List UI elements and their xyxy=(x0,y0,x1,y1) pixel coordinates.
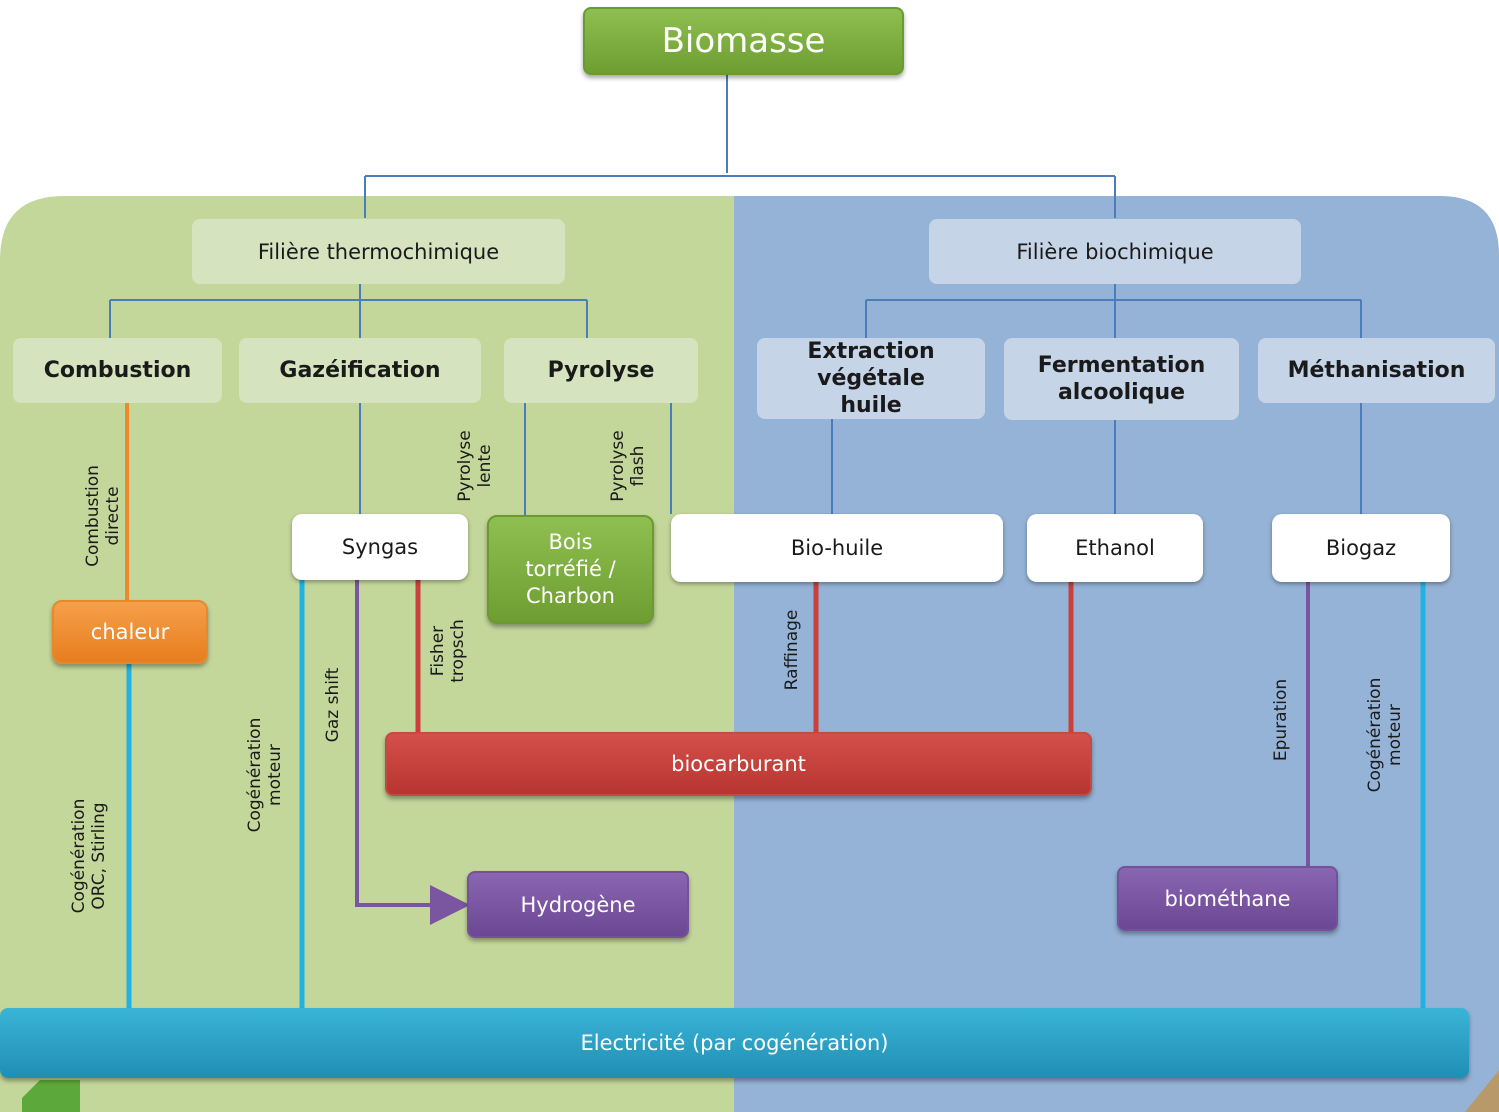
gaz-shift-arrow xyxy=(355,580,470,925)
process-gazeification: Gazéification xyxy=(239,338,481,403)
process-gazeification-label: Gazéification xyxy=(279,358,441,383)
branch-bio: Filière biochimique xyxy=(929,219,1301,284)
node-ethanol-label: Ethanol xyxy=(1075,536,1155,560)
product-chaleur-label: chaleur xyxy=(90,620,170,644)
branch-thermo: Filière thermochimique xyxy=(192,219,565,284)
process-fermentation-label: Fermentation alcoolique xyxy=(1037,353,1206,405)
product-biomethane-label: biométhane xyxy=(1164,886,1291,911)
logo-corner xyxy=(22,1080,80,1112)
label-cogeneration-orc: Cogénération ORC, Stirling xyxy=(69,798,109,914)
node-biohuile-label: Bio-huile xyxy=(790,536,884,560)
node-biogaz-label: Biogaz xyxy=(1325,536,1397,560)
process-methanisation: Méthanisation xyxy=(1258,338,1495,403)
label-pyrolyse-flash: Pyrolyse flash xyxy=(608,430,648,502)
process-methanisation-label: Méthanisation xyxy=(1287,358,1466,383)
label-fisher-tropsch: Fisher tropsch xyxy=(428,619,468,683)
product-biocarburant: biocarburant xyxy=(385,732,1092,796)
branch-bio-label: Filière biochimique xyxy=(1016,239,1214,264)
process-extraction-label: Extraction végétale huile xyxy=(807,339,935,418)
label-cogeneration-moteur-right: Cogénération moteur xyxy=(1365,677,1405,793)
process-fermentation: Fermentation alcoolique xyxy=(1004,338,1239,420)
node-biohuile: Bio-huile xyxy=(671,514,1003,582)
label-raffinage: Raffinage xyxy=(782,609,802,691)
node-bois-charbon: Bois torréfié / Charbon xyxy=(487,515,654,624)
biomasse-title: Biomasse xyxy=(661,21,826,61)
product-biocarburant-label: biocarburant xyxy=(671,752,806,776)
label-combustion-directe: Combustion directe xyxy=(83,465,123,567)
process-combustion: Combustion xyxy=(13,338,222,403)
product-hydrogene-label: Hydrogène xyxy=(520,892,636,917)
label-gaz-shift: Gaz shift xyxy=(323,667,343,743)
label-epuration: Epuration xyxy=(1271,678,1291,762)
node-syngas: Syngas xyxy=(292,514,468,580)
node-syngas-label: Syngas xyxy=(341,535,419,559)
product-biomethane: biométhane xyxy=(1117,866,1338,931)
product-chaleur: chaleur xyxy=(52,600,208,664)
label-pyrolyse-lente: Pyrolyse lente xyxy=(455,430,495,502)
branch-thermo-label: Filière thermochimique xyxy=(257,239,500,264)
process-pyrolyse-label: Pyrolyse xyxy=(547,358,655,383)
process-extraction: Extraction végétale huile xyxy=(757,338,985,419)
product-electricite-label: Electricité (par cogénération) xyxy=(580,1031,889,1055)
process-pyrolyse: Pyrolyse xyxy=(504,338,698,403)
process-combustion-label: Combustion xyxy=(43,358,192,383)
product-hydrogene: Hydrogène xyxy=(467,871,689,938)
node-bois-charbon-label: Bois torréfié / Charbon xyxy=(525,530,616,608)
node-biogaz: Biogaz xyxy=(1272,514,1450,582)
biomasse-title-box: Biomasse xyxy=(583,7,904,75)
product-electricite: Electricité (par cogénération) xyxy=(0,1008,1469,1078)
label-cogeneration-moteur-left: Cogénération moteur xyxy=(245,717,285,833)
node-ethanol: Ethanol xyxy=(1027,514,1203,582)
photo-corner xyxy=(1465,1070,1499,1112)
